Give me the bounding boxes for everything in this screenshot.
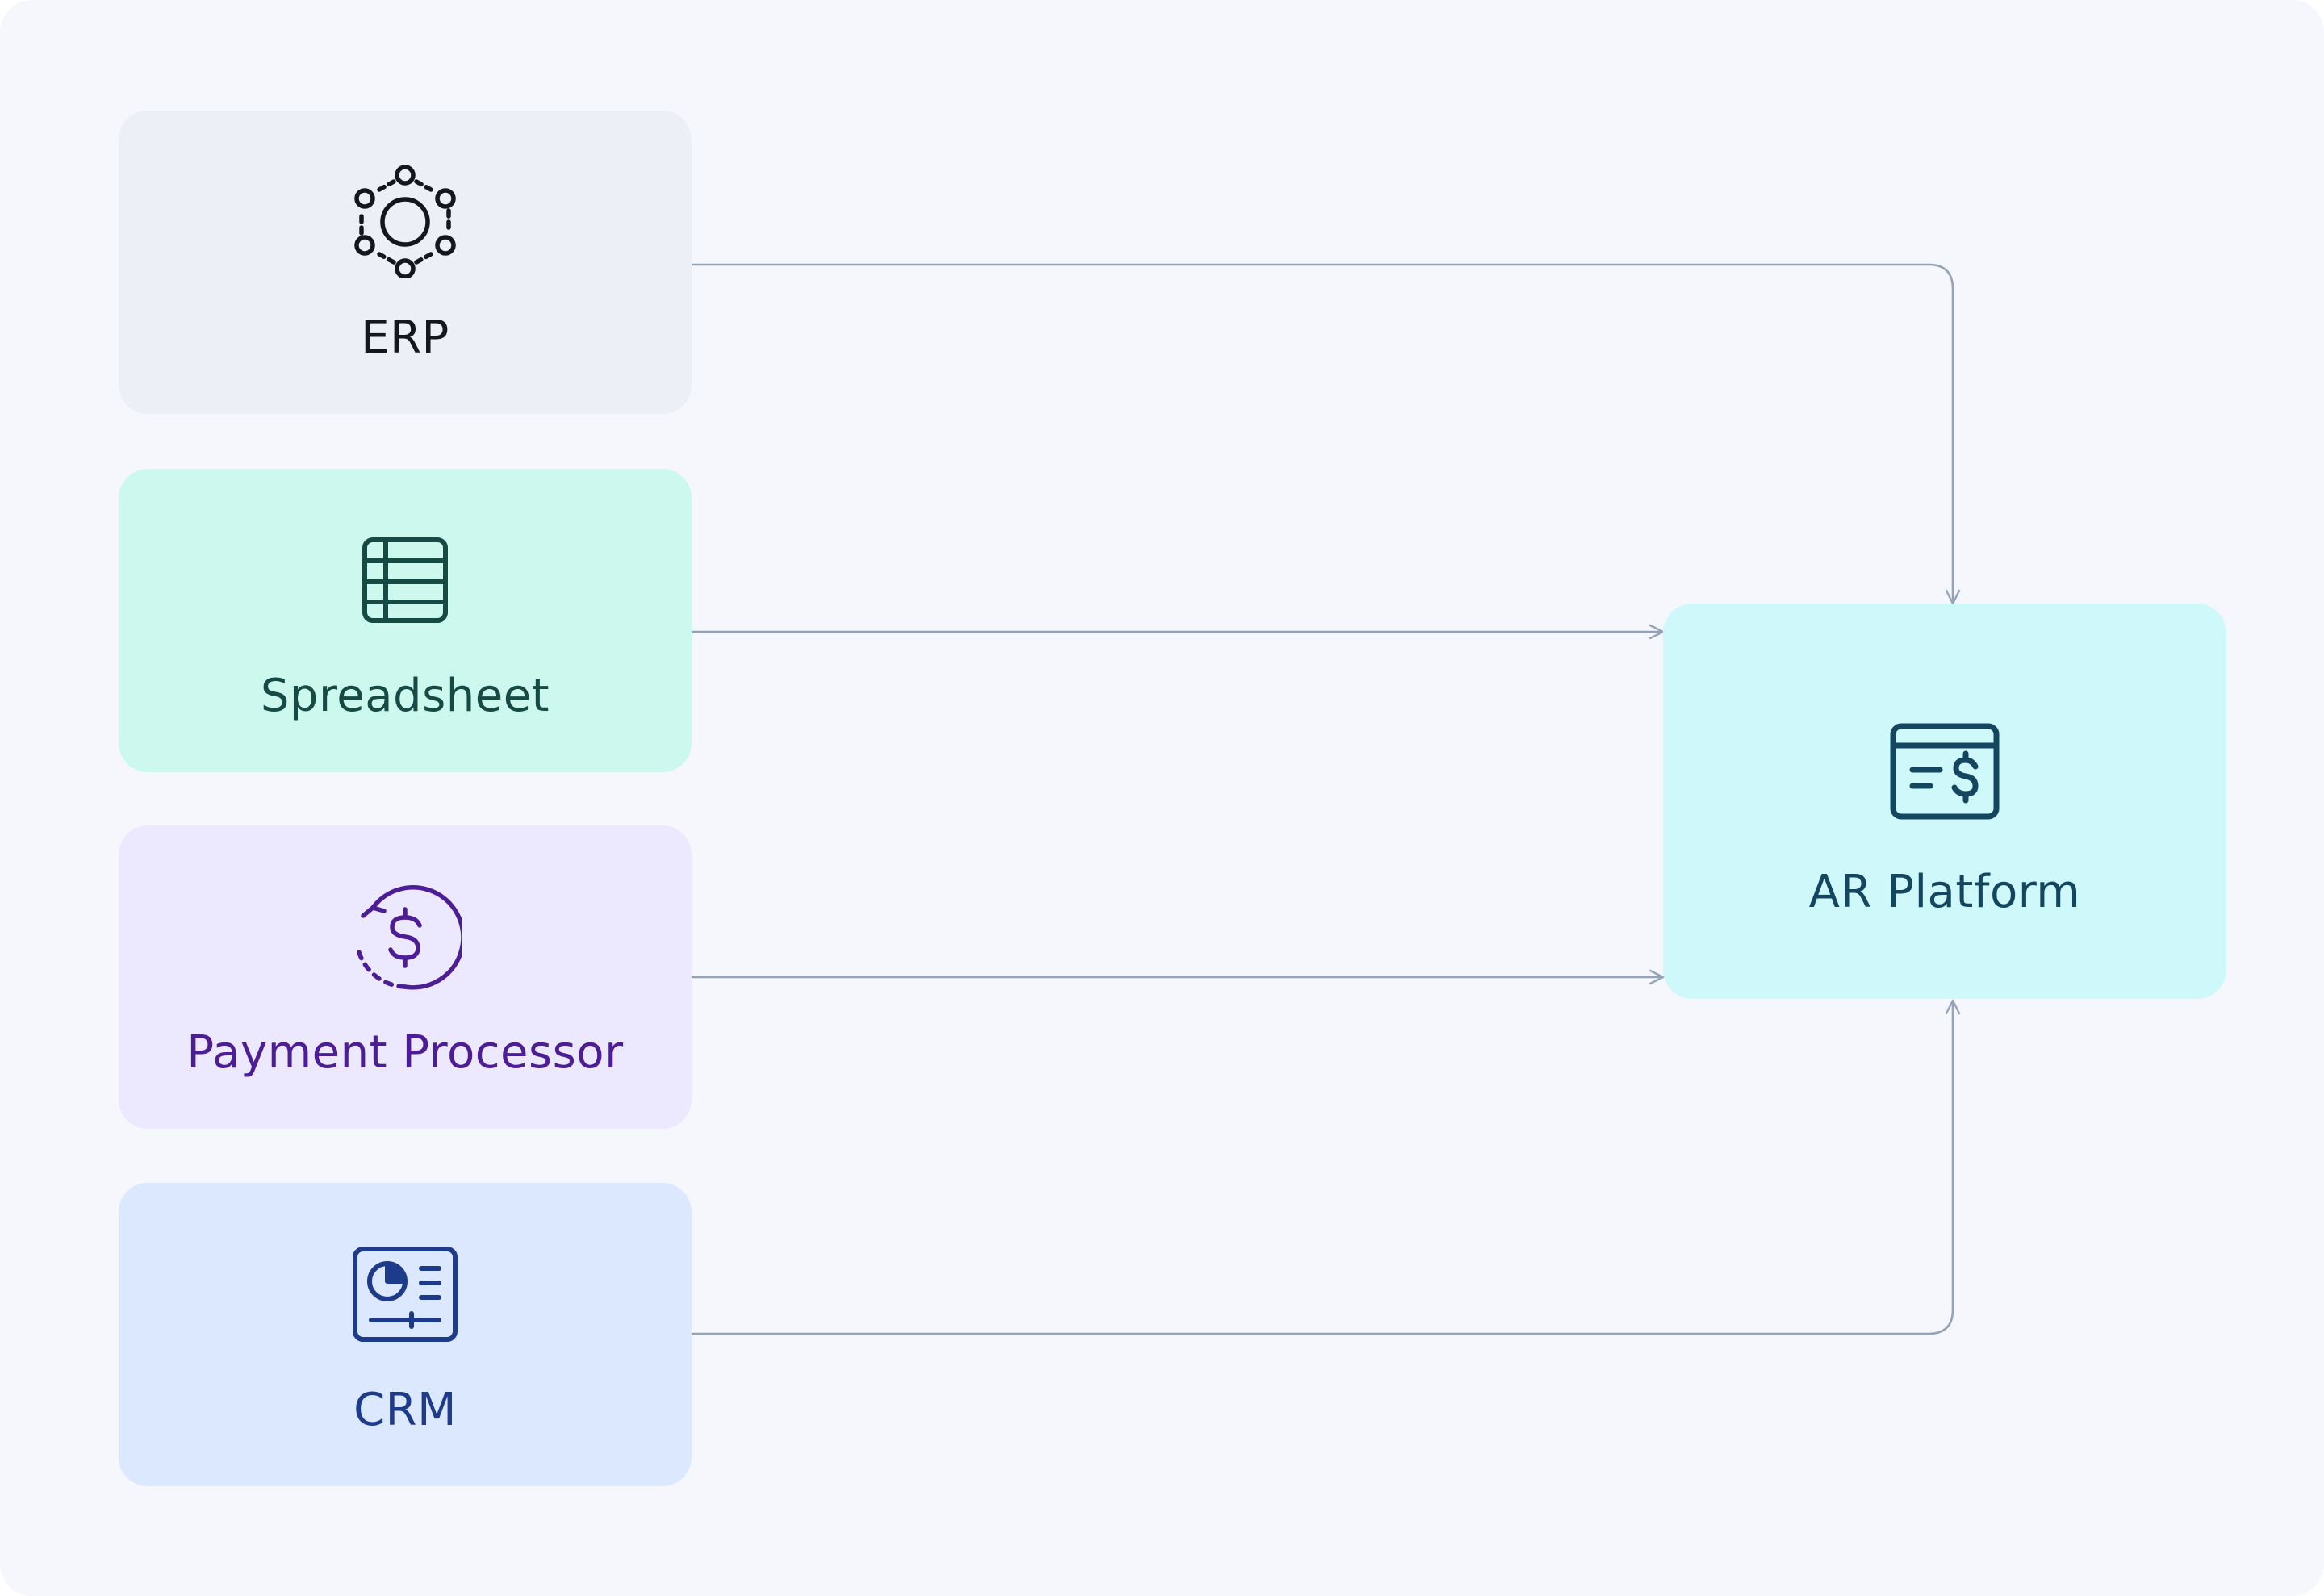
invoice-dollar-icon — [1890, 723, 2000, 820]
contact-card-icon — [353, 1247, 458, 1342]
payment-processor-node[interactable]: Payment Processor — [119, 825, 692, 1129]
spreadsheet-label: Spreadsheet — [260, 670, 550, 722]
crm-label: CRM — [353, 1384, 457, 1436]
crm-node[interactable]: CRM — [119, 1183, 692, 1486]
ar-platform-label: AR Platform — [1808, 866, 2081, 918]
connector-erp-to-ar — [692, 263, 1961, 605]
payment-processor-label: Payment Processor — [186, 1026, 624, 1079]
ar-platform-node[interactable]: AR Platform — [1663, 604, 2226, 999]
dollar-refresh-icon — [356, 885, 462, 990]
spreadsheet-node[interactable]: Spreadsheet — [119, 469, 692, 772]
erp-node[interactable]: ERP — [119, 111, 692, 414]
network-nodes-icon — [354, 165, 456, 278]
erp-label: ERP — [361, 311, 449, 364]
table-grid-icon — [362, 537, 448, 623]
connector-crm-to-ar — [692, 999, 1961, 1335]
